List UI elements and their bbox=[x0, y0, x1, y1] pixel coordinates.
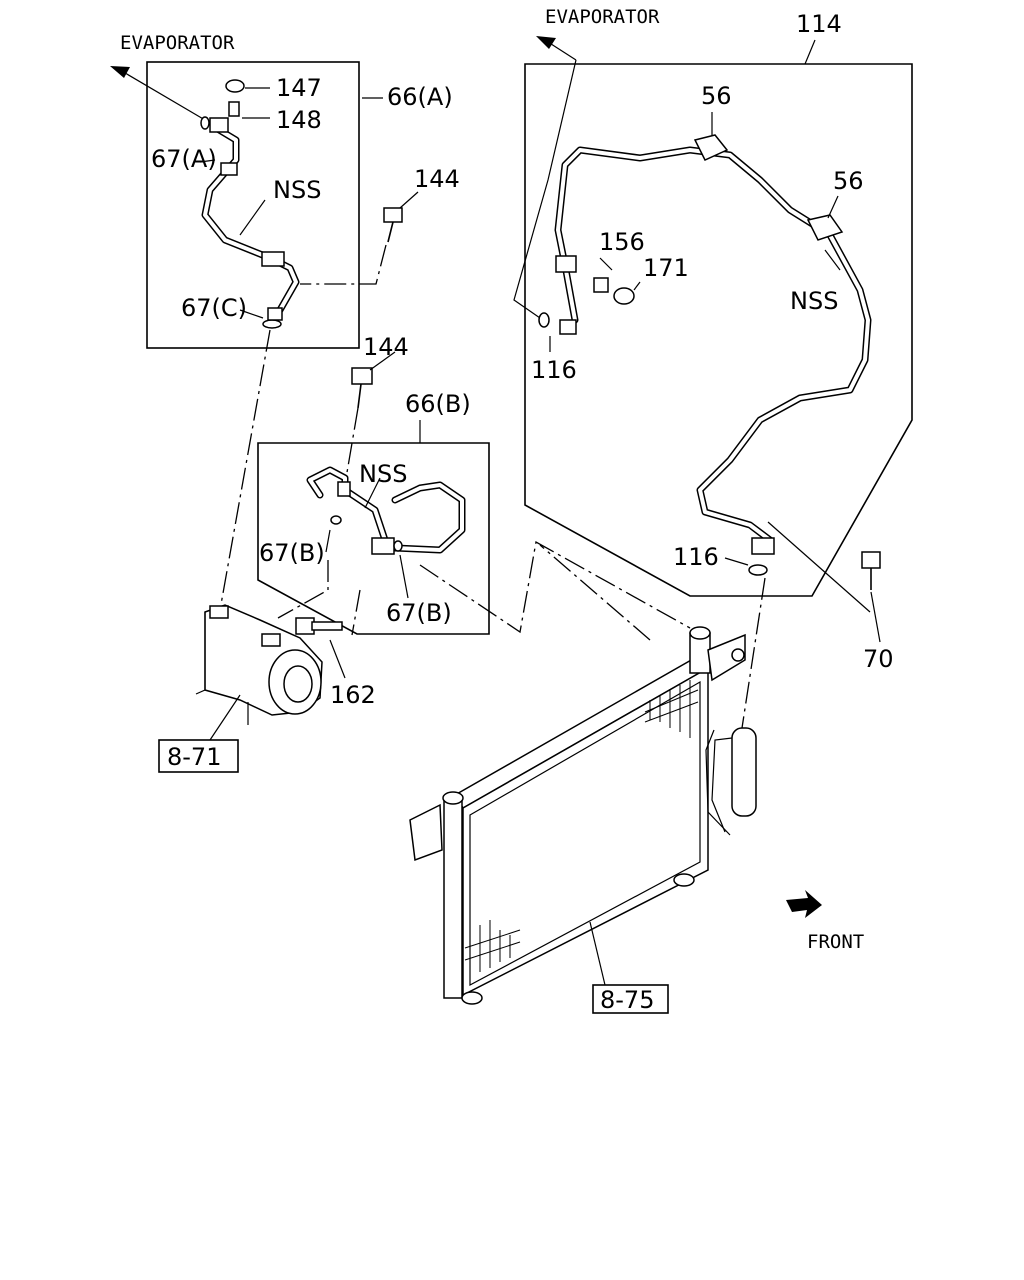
front-arrow-icon bbox=[786, 890, 822, 918]
label-148: 148 bbox=[276, 106, 322, 134]
o-ring-116-lower bbox=[748, 564, 768, 576]
label-171: 171 bbox=[643, 254, 689, 282]
o-ring-67b-right bbox=[393, 540, 403, 552]
compressor-pulley-hub bbox=[283, 665, 313, 703]
valve-core-148 bbox=[228, 101, 240, 117]
group-box-114 bbox=[524, 63, 913, 597]
label-67b-left: 67(B) bbox=[259, 539, 325, 567]
hose-assembly-66b-group bbox=[257, 351, 490, 679]
label-114: 114 bbox=[796, 10, 842, 38]
bolt-144-shank-lower bbox=[357, 383, 362, 409]
condenser-fins-top bbox=[644, 680, 699, 738]
bolt-144-head-lower bbox=[351, 367, 373, 385]
evaporator-arrow-line-left bbox=[119, 69, 206, 121]
liquid-line-114-group bbox=[513, 36, 913, 729]
condenser-foot-left bbox=[461, 991, 483, 1005]
o-ring-67a bbox=[200, 116, 210, 130]
compressor-port-discharge bbox=[261, 633, 281, 647]
cap-147 bbox=[225, 79, 245, 93]
bolt-144-head-top bbox=[383, 207, 403, 223]
label-nss-b: NSS bbox=[359, 460, 407, 488]
suction-hose-66a bbox=[201, 124, 300, 314]
fitting-67a bbox=[209, 117, 229, 133]
bolt-162-shank bbox=[311, 621, 343, 631]
label-nss-c: NSS bbox=[790, 287, 838, 315]
condenser bbox=[409, 626, 757, 1005]
condenser-foot-right bbox=[673, 873, 695, 887]
o-ring-67c bbox=[262, 319, 282, 329]
leader-66b-condenser bbox=[419, 540, 691, 634]
label-front: FRONT bbox=[807, 931, 864, 953]
liquid-pipe-114 bbox=[554, 146, 872, 544]
hose-assembly-66a-group bbox=[110, 61, 419, 349]
bolt-70 bbox=[861, 551, 881, 643]
receiver-drier bbox=[731, 727, 757, 817]
label-144-top: 144 bbox=[414, 165, 460, 193]
evaporator-arrow-line-right bbox=[547, 41, 577, 61]
label-70: 70 bbox=[863, 645, 894, 673]
condenser-fins-bottom bbox=[464, 920, 521, 975]
fitting-116-upper bbox=[559, 319, 577, 335]
leader-67c-compressor bbox=[219, 329, 271, 611]
ref-box-8-75 bbox=[592, 984, 669, 1014]
evaporator-arrow-head-left bbox=[110, 66, 130, 78]
label-56-right: 56 bbox=[833, 167, 864, 195]
label-67b-right: 67(B) bbox=[386, 599, 452, 627]
group-box-66a bbox=[146, 61, 360, 349]
label-116-upper: 116 bbox=[531, 356, 577, 384]
label-66b: 66(B) bbox=[405, 390, 471, 418]
label-evaporator-left: EVAPORATOR bbox=[120, 32, 235, 54]
condenser-bracket-right bbox=[707, 633, 746, 682]
compressor-port-suction bbox=[209, 605, 229, 619]
label-144-lower: 144 bbox=[363, 333, 409, 361]
label-116-lower: 116 bbox=[673, 543, 719, 571]
ref-box-8-71 bbox=[158, 739, 239, 773]
label-67a: 67(A) bbox=[151, 145, 217, 173]
label-162: 162 bbox=[330, 681, 376, 709]
label-evaporator-right: EVAPORATOR bbox=[545, 6, 660, 28]
label-8-75: 8-75 bbox=[600, 986, 654, 1014]
label-8-71: 8-71 bbox=[167, 743, 221, 771]
bolt-144-shank-top bbox=[387, 221, 394, 243]
hose-bracket-66b bbox=[371, 537, 395, 555]
label-147: 147 bbox=[276, 74, 322, 102]
group-box-66b bbox=[257, 442, 490, 635]
condenser-bracket-left bbox=[409, 803, 443, 862]
evaporator-arrow-head-right bbox=[536, 36, 556, 49]
front-direction-indicator bbox=[786, 890, 822, 918]
o-ring-67b-left bbox=[330, 515, 342, 525]
service-port-156 bbox=[555, 255, 577, 273]
hose-ferrule-top bbox=[220, 162, 238, 176]
cap-171 bbox=[613, 287, 635, 305]
compressor bbox=[195, 604, 323, 741]
label-156: 156 bbox=[599, 228, 645, 256]
bolt-70-head bbox=[861, 551, 881, 569]
hose-ferrule-mid bbox=[261, 251, 285, 267]
o-ring-116-upper bbox=[538, 312, 550, 328]
fitting-67c bbox=[267, 307, 283, 321]
condenser-left-header bbox=[443, 797, 463, 999]
label-66a: 66(A) bbox=[387, 83, 453, 111]
fitting-66b-top bbox=[337, 481, 351, 497]
label-56-top: 56 bbox=[701, 82, 732, 110]
clip-56-top bbox=[693, 134, 729, 161]
label-67c: 67(C) bbox=[181, 294, 247, 322]
label-nss-a: NSS bbox=[273, 176, 321, 204]
condenser-core bbox=[462, 666, 709, 997]
clip-56-right bbox=[806, 214, 844, 241]
valve-core-156 bbox=[593, 277, 609, 293]
fitting-116-lower-block bbox=[751, 537, 775, 555]
